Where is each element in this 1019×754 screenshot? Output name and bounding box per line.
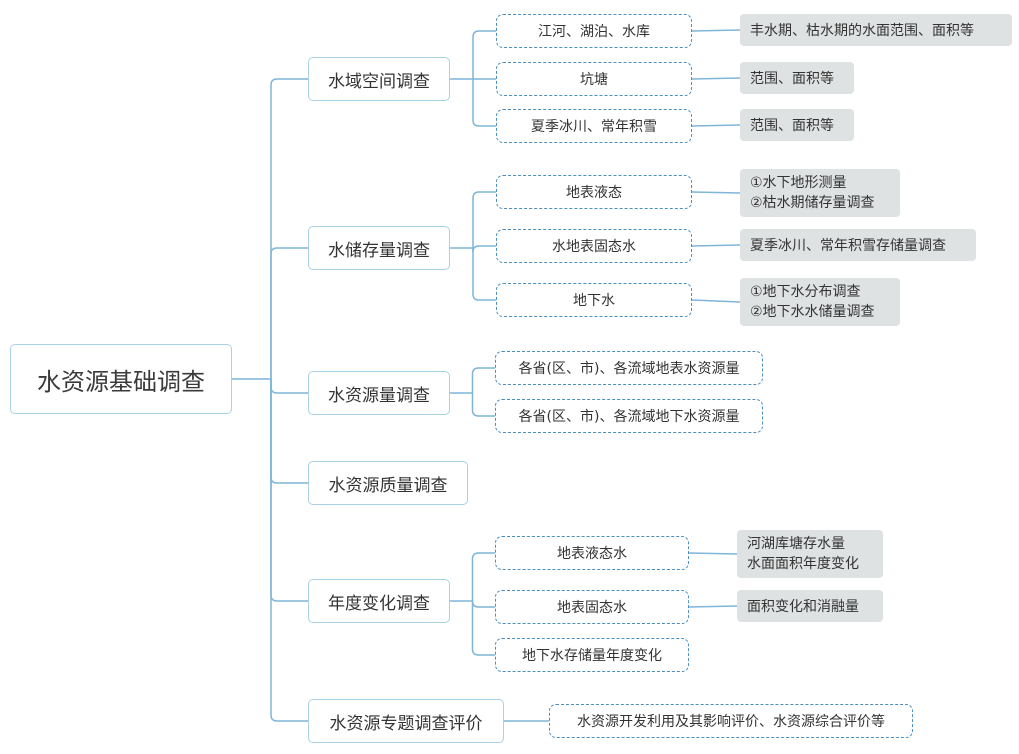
connector-line xyxy=(691,29,741,32)
connector-branch xyxy=(270,379,308,602)
detail-node: ①地下水分布调查 ②地下水水储量调查 xyxy=(740,278,900,326)
connector-branch xyxy=(270,78,308,379)
connector-line xyxy=(691,124,741,127)
category-node: 水资源量调查 xyxy=(308,371,450,415)
detail-text: 丰水期、枯水期的水面范围、面积等 xyxy=(750,23,974,39)
detail-node: 范围、面积等 xyxy=(740,109,854,141)
connector-branch xyxy=(472,245,496,253)
category-node: 年度变化调查 xyxy=(308,579,450,623)
detail-node: ①水下地形测量 ②枯水期储存量调查 xyxy=(740,169,900,217)
connector-branch xyxy=(471,367,495,393)
connector-branch xyxy=(472,191,496,248)
connector-branch xyxy=(471,552,495,601)
category-node: 水储存量调查 xyxy=(308,226,450,270)
item-node: 地下水存储量年度变化 xyxy=(495,638,689,672)
detail-node: 丰水期、枯水期的水面范围、面积等 xyxy=(740,14,1012,46)
detail-node: 夏季冰川、常年积雪存储量调查 xyxy=(740,229,976,261)
item-node: 水资源开发利用及其影响评价、水资源综合评价等 xyxy=(549,704,913,738)
detail-text: ①地下水分布调查 xyxy=(750,284,861,300)
detail-text: 范围、面积等 xyxy=(750,118,834,134)
connector-branch xyxy=(270,379,308,484)
item-node: 地表液态 xyxy=(496,175,692,209)
item-node: 江河、湖泊、水库 xyxy=(496,14,692,48)
detail-text: 面积变化和消融量 xyxy=(747,599,859,615)
connector-branch xyxy=(471,601,495,656)
category-node: 水资源质量调查 xyxy=(308,461,468,505)
connector-line xyxy=(691,299,741,303)
category-node: 水资源专题调查评价 xyxy=(308,699,504,743)
detail-text: ②地下水水储量调查 xyxy=(750,304,875,320)
item-node: 坑塘 xyxy=(496,62,692,96)
item-node: 夏季冰川、常年积雪 xyxy=(496,109,692,143)
connector-branch xyxy=(471,393,495,417)
connector-branch xyxy=(471,600,495,608)
detail-text: 河湖库塘存水量 xyxy=(747,536,845,552)
connector-line xyxy=(688,605,738,608)
connector-branch xyxy=(270,379,308,394)
item-node: 水地表固态水 xyxy=(496,229,692,263)
connector-branch xyxy=(472,248,496,301)
connector-line xyxy=(688,552,738,555)
connector-line xyxy=(691,244,741,247)
item-node: 各省(区、市)、各流域地表水资源量 xyxy=(495,351,763,385)
item-node: 地表固态水 xyxy=(495,590,689,624)
detail-node: 范围、面积等 xyxy=(740,62,854,94)
connector-branch xyxy=(472,79,496,127)
detail-text: 水面面积年度变化 xyxy=(747,556,859,572)
detail-text: ②枯水期储存量调查 xyxy=(750,195,875,211)
item-node: 地表液态水 xyxy=(495,536,689,570)
detail-node: 面积变化和消融量 xyxy=(737,590,883,622)
connector-line xyxy=(691,77,741,80)
detail-text: ①水下地形测量 xyxy=(750,175,847,191)
detail-text: 范围、面积等 xyxy=(750,71,834,87)
connector-branch xyxy=(472,30,496,79)
item-node: 地下水 xyxy=(496,283,692,317)
connector-branch xyxy=(270,379,308,722)
connector-line xyxy=(691,191,741,194)
detail-text: 夏季冰川、常年积雪存储量调查 xyxy=(750,238,946,254)
category-node: 水域空间调查 xyxy=(308,57,450,101)
item-node: 各省(区、市)、各流域地下水资源量 xyxy=(495,399,763,433)
root-node: 水资源基础调查 xyxy=(10,344,232,414)
detail-node: 河湖库塘存水量水面面积年度变化 xyxy=(737,530,883,578)
connector-branch xyxy=(270,247,308,379)
